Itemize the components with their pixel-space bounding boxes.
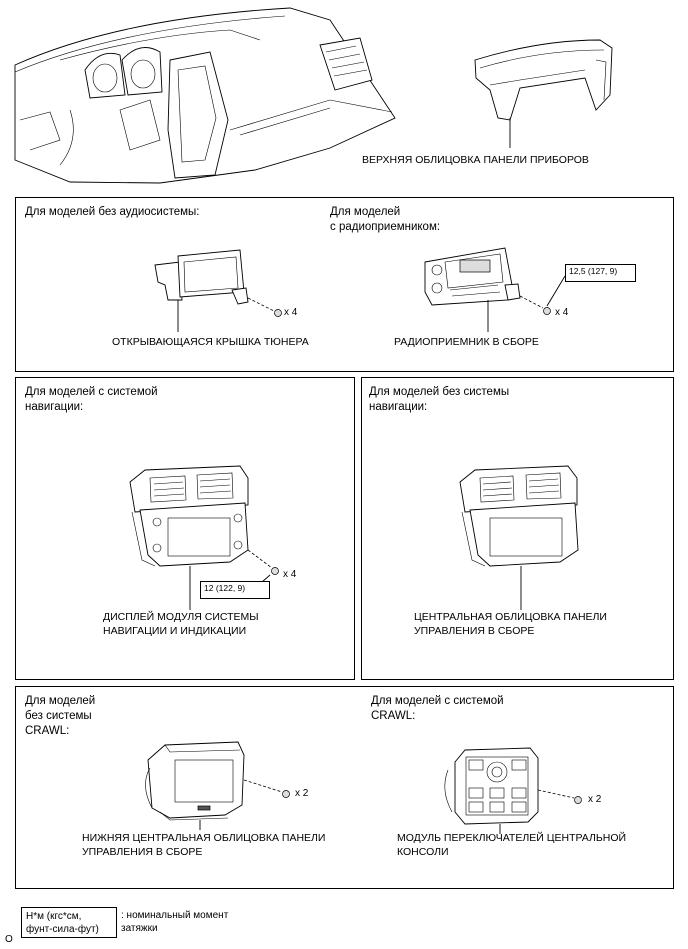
upper-panel-label: ВЕРХНЯЯ ОБЛИЦОВКА ПАНЕЛИ ПРИБОРОВ <box>362 154 589 166</box>
lower-panel-label: НИЖНЯЯ ЦЕНТРАЛЬНАЯ ОБЛИЦОВКА ПАНЕЛИ УПРА… <box>82 832 326 858</box>
center-panel-label: ЦЕНТРАЛЬНАЯ ОБЛИЦОВКА ПАНЕЛИ УПРАВЛЕНИЯ … <box>414 611 607 637</box>
no-audio-header: Для моделей без аудиосистемы: <box>25 206 200 218</box>
torque-legend-box: Н*м (кгс*см, фунт-сила-фут) <box>21 907 117 938</box>
nav-screw-qty: x 4 <box>283 569 297 580</box>
crawl-switch-label: МОДУЛЬ ПЕРЕКЛЮЧАТЕЛЕЙ ЦЕНТРАЛЬНОЙ КОНСОЛ… <box>397 832 627 858</box>
torque-legend-description: : номинальный момент затяжки <box>121 910 229 934</box>
radio-illustration <box>424 247 566 332</box>
tuner-cover-label: ОТКРЫВАЮЩАЯСЯ КРЫШКА ТЮНЕРА <box>112 336 309 348</box>
radio-header: Для моделей с радиоприемником: <box>330 206 441 233</box>
lower-panel-screw-qty: x 2 <box>295 788 309 799</box>
tuner-cover-screw-qty: x 4 <box>284 307 298 318</box>
section-nav-box <box>15 377 355 680</box>
nav-display-label: ДИСПЛЕЙ МОДУЛЯ СИСТЕМЫ НАВИГАЦИИ И ИНДИК… <box>103 611 259 637</box>
nav-header: Для моделей с системой навигации: <box>25 386 158 413</box>
crawl-header: Для моделей с системой CRAWL: <box>371 695 504 722</box>
radio-torque-spec: 12,5 (127, 9) <box>565 264 636 282</box>
section-crawl-box <box>15 686 674 889</box>
no-crawl-header: Для моделей без системы CRAWL: <box>25 695 96 737</box>
section-no-nav-box <box>361 377 674 680</box>
crawl-switch-screw-qty: x 2 <box>588 794 602 805</box>
center-panel-illustration <box>459 465 579 610</box>
upper-panel-illustration <box>474 39 613 148</box>
section-audio-box <box>15 197 674 372</box>
corner-mark: O <box>5 934 13 945</box>
dashboard-illustration <box>14 7 396 184</box>
radio-label: РАДИОПРИЕМНИК В СБОРЕ <box>394 336 539 348</box>
no-nav-header: Для моделей без системы навигации: <box>369 386 510 413</box>
lower-panel-illustration <box>145 741 290 830</box>
radio-screw-qty: x 4 <box>555 307 569 318</box>
nav-display-illustration <box>129 465 279 610</box>
nav-torque-spec: 12 (122, 9) <box>200 581 270 599</box>
tuner-cover-illustration <box>154 249 282 332</box>
crawl-switch-illustration <box>444 747 582 834</box>
